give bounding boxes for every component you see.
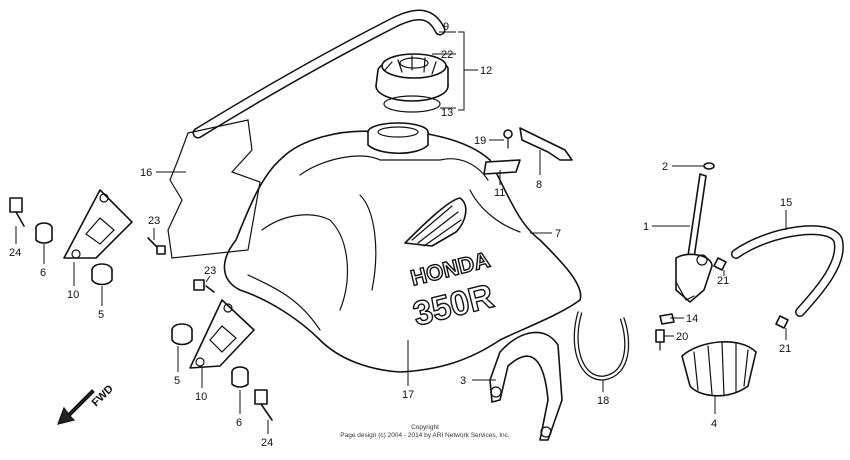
collar-6b (231, 366, 249, 388)
valve-washer-2 (703, 162, 715, 170)
callout-14: 14 (686, 313, 698, 325)
callout-11: 11 (494, 187, 505, 199)
callout-24-lower: 24 (261, 437, 273, 449)
callout-22: 22 (441, 49, 453, 61)
fuel-valve (675, 173, 713, 303)
wing-emblem (404, 197, 467, 247)
callout-5-lower: 5 (174, 375, 180, 387)
fuel-line (731, 225, 844, 317)
copyright-title: Copyright (411, 424, 439, 431)
band-18 (573, 311, 630, 381)
bracket-10a (63, 189, 133, 259)
collar-6a (35, 222, 53, 244)
tank-shroud (167, 119, 261, 259)
cap-gasket (383, 95, 441, 113)
band-3 (489, 331, 563, 441)
callout-21-upper: 21 (717, 275, 729, 287)
callout-24-upper: 24 (9, 247, 21, 259)
bracket-10b (189, 299, 255, 369)
hose-clip-21a (713, 257, 727, 271)
cushion-5b (171, 323, 193, 346)
callout-13: 13 (441, 107, 453, 119)
fuel-cap (375, 53, 449, 102)
mounting-rubber-11 (483, 159, 521, 175)
callout-19: 19 (474, 135, 486, 147)
fwd-label: FWD (90, 383, 116, 409)
callout-labels: 9 22 12 13 19 8 11 7 2 1 15 21 21 14 20 … (9, 21, 792, 449)
callout-3: 3 (460, 375, 466, 387)
callout-4: 4 (711, 418, 717, 430)
fuel-tank (223, 122, 582, 373)
callout-21-lower: 21 (779, 343, 791, 355)
hose-clip-21b (775, 315, 789, 329)
callout-6-lower: 6 (236, 417, 242, 429)
tank-stud-19 (503, 129, 513, 149)
callout-12: 12 (480, 65, 492, 77)
callout-6-upper: 6 (40, 267, 46, 279)
bolt-20 (655, 329, 665, 351)
valve-protector (681, 341, 757, 397)
breather-tube (192, 9, 446, 139)
callout-2: 2 (662, 161, 668, 173)
callout-23-upper: 23 (148, 215, 160, 227)
callout-18: 18 (597, 395, 609, 407)
callout-17: 17 (402, 389, 414, 401)
callout-20: 20 (676, 331, 688, 343)
callout-1: 1 (643, 221, 649, 233)
bolt-23b (193, 279, 215, 293)
copyright-notice: Copyright Page design (c) 2004 - 2014 by… (0, 424, 850, 440)
callout-10-lower: 10 (195, 391, 207, 403)
callout-8: 8 (536, 179, 542, 191)
copyright-text: Page design (c) 2004 - 2014 by ARI Netwo… (340, 432, 510, 439)
leader-lines (15, 31, 787, 434)
clip-14 (659, 313, 675, 325)
bolt-24b (254, 389, 273, 421)
forward-arrow: FWD (57, 383, 116, 425)
bolt-23a (147, 237, 166, 255)
bolt-24a (9, 197, 25, 227)
callout-15: 15 (780, 197, 792, 209)
tank-clip (519, 127, 573, 161)
callout-23-lower: 23 (204, 265, 216, 277)
callout-5-upper: 5 (98, 309, 104, 321)
callout-10-upper: 10 (67, 289, 79, 301)
callout-9: 9 (443, 21, 449, 33)
cushion-5a (91, 263, 113, 286)
callout-16: 16 (140, 167, 152, 179)
callout-7: 7 (555, 228, 561, 240)
